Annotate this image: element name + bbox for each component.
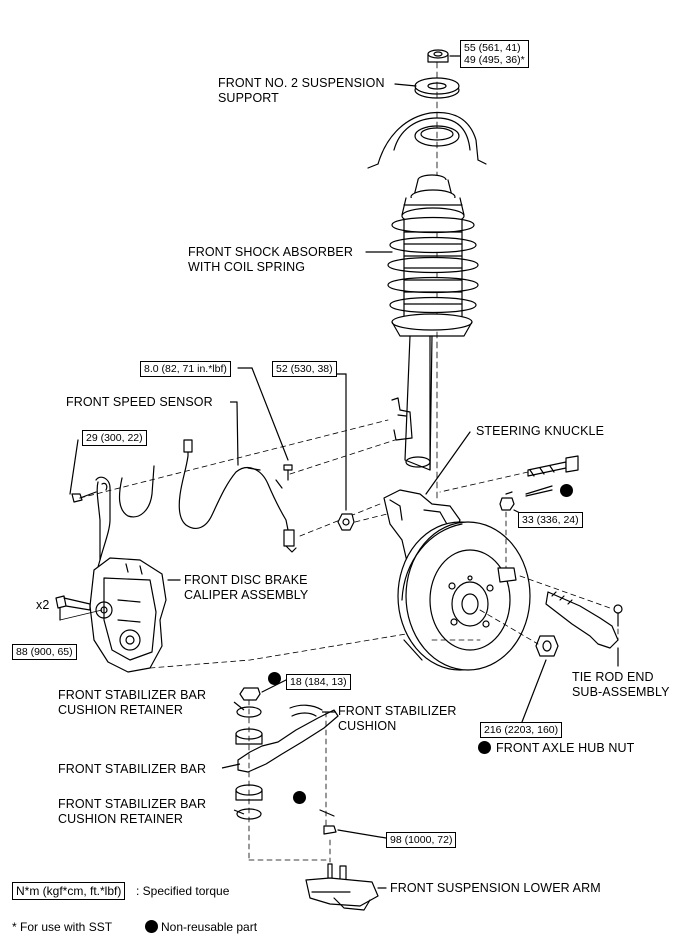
tierod-nut-drawing <box>499 491 515 511</box>
label-tie-rod: TIE ROD END SUB-ASSEMBLY <box>572 670 670 700</box>
label-retainer-lower: FRONT STABILIZER BAR CUSHION RETAINER <box>58 797 206 827</box>
lowerarm-nut-drawing <box>319 809 337 835</box>
label-cushion: FRONT STABILIZER CUSHION <box>338 704 457 734</box>
torque-top-value: 55 (561, 41) <box>464 42 521 54</box>
label-caliper-line1: FRONT DISC BRAKE <box>184 573 308 587</box>
nonreusable-dot-cotter <box>560 484 573 497</box>
cotter-pin-drawing <box>525 485 553 497</box>
label-cushion-line1: FRONT STABILIZER <box>338 704 457 718</box>
label-axle-hub-nut: FRONT AXLE HUB NUT <box>496 741 635 755</box>
sensor-bolt-drawing <box>283 464 293 481</box>
caliper-drawing <box>89 557 167 673</box>
torque-stab-nut: 18 (184, 13) <box>286 674 351 690</box>
torque-caliper: 88 (900, 65) <box>12 644 77 660</box>
top-nut-drawing <box>427 49 449 63</box>
legend-unit-box: N*m (kgf*cm, ft.*lbf) <box>12 882 126 900</box>
label-steering-knuckle: STEERING KNUCKLE <box>476 424 605 438</box>
label-cushion-line2: CUSHION <box>338 719 397 733</box>
label-caliper-line2: CALIPER ASSEMBLY <box>184 588 309 602</box>
legend-sst-note: * For use with SST <box>12 920 113 934</box>
hub-nut-drawing <box>535 635 559 657</box>
torque-sensor-bolt: 29 (300, 22) <box>82 430 147 446</box>
label-retainer-lower-line1: FRONT STABILIZER BAR <box>58 797 207 811</box>
lower-arm-drawing <box>305 863 379 911</box>
speed-sensor-drawing <box>178 401 297 553</box>
torque-lower-arm: 98 (1000, 72) <box>386 832 457 848</box>
nonreusable-dot-lowerarm <box>293 791 306 804</box>
label-shock-absorber-line1: FRONT SHOCK ABSORBER <box>188 245 353 259</box>
label-suspension-support-line1: FRONT NO. 2 SUSPENSION <box>218 76 385 90</box>
torque-tierod-nut: 33 (336, 24) <box>518 512 583 528</box>
caliper-bolt-drawing <box>55 595 91 621</box>
label-retainer-lower-line2: CUSHION RETAINER <box>58 812 183 826</box>
torque-sensor: 8.0 (82, 71 in.*lbf) <box>140 361 231 377</box>
legend-nonreusable-dot <box>145 920 158 933</box>
label-lower-arm: FRONT SUSPENSION LOWER ARM <box>390 881 601 895</box>
label-retainer-upper: FRONT STABILIZER BAR CUSHION RETAINER <box>58 688 206 718</box>
label-speed-sensor: FRONT SPEED SENSOR <box>66 395 213 409</box>
torque-top-nut: 55 (561, 41) 49 (495, 36)* <box>460 40 529 68</box>
label-shock-absorber: FRONT SHOCK ABSORBER WITH COIL SPRING <box>188 245 353 275</box>
torque-hub-nut: 216 (2203, 160) <box>480 722 563 738</box>
stab-bar-drawing <box>237 704 339 773</box>
label-retainer-upper-line1: FRONT STABILIZER BAR <box>58 688 207 702</box>
nonreusable-dot-hub <box>478 741 491 754</box>
label-suspension-support: FRONT NO. 2 SUSPENSION SUPPORT <box>218 76 385 106</box>
label-retainer-upper-line2: CUSHION RETAINER <box>58 703 183 717</box>
label-tie-rod-line1: TIE ROD END <box>572 670 654 684</box>
nonreusable-dot-stab <box>268 672 281 685</box>
label-tie-rod-line2: SUB-ASSEMBLY <box>572 685 670 699</box>
knuckle-bolt-drawing <box>527 455 579 477</box>
torque-knuckle-bolt: 52 (530, 38) <box>272 361 337 377</box>
legend-nonreusable: Non-reusable part <box>161 920 258 934</box>
label-stab-bar: FRONT STABILIZER BAR <box>58 762 207 776</box>
torque-top-sst-value: 49 (495, 36)* <box>464 54 525 66</box>
disc-rotor-drawing <box>397 521 531 671</box>
knuckle-nut-drawing <box>337 513 355 531</box>
label-caliper: FRONT DISC BRAKE CALIPER ASSEMBLY <box>184 573 308 603</box>
stab-nut-drawing <box>239 687 261 701</box>
label-suspension-support-line2: SUPPORT <box>218 91 279 105</box>
brake-hose-drawing <box>71 465 155 575</box>
label-shock-absorber-line2: WITH COIL SPRING <box>188 260 306 274</box>
legend-unit-desc: : Specified torque <box>136 884 230 898</box>
label-x2: x2 <box>36 598 50 612</box>
shock-absorber-drawing <box>387 174 479 471</box>
